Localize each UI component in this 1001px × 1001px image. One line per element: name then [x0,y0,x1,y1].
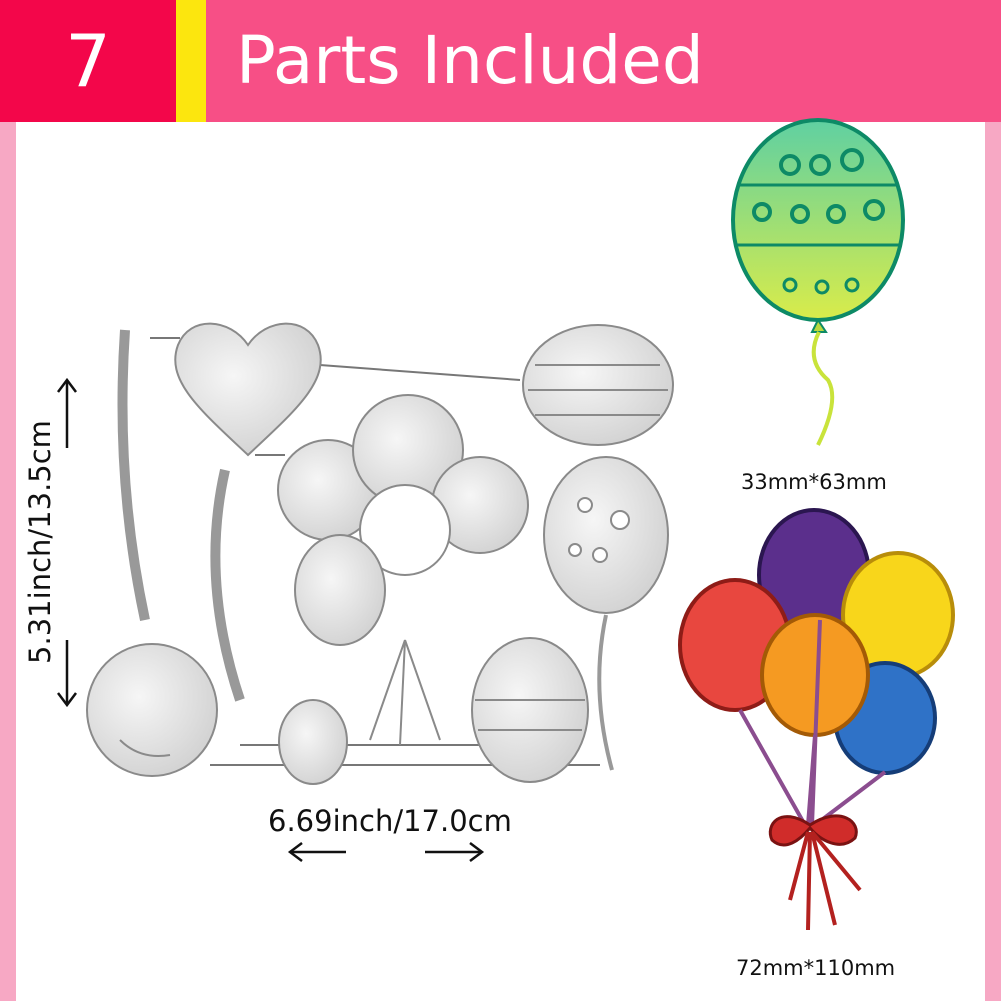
sample-2-size-label: 72mm*110mm [736,956,896,980]
metal-dies [86,322,674,785]
width-dimension-label: 6.69inch/17.0cm [268,804,512,838]
left-border [0,0,16,1001]
sample-balloon-green [731,118,905,446]
width-arrow [287,842,485,862]
header-accent-strip [176,0,206,122]
height-dimension-label: 5.31inch/13.5cm [23,420,57,664]
header-banner: 7 Parts Included [0,0,1001,122]
height-arrow [57,377,77,708]
sample-balloon-bouquet [678,508,955,931]
right-border [985,0,1001,1001]
sample-1-size-label: 33mm*63mm [741,470,887,494]
header-title: Parts Included [236,22,704,99]
parts-count: 7 [0,0,176,122]
